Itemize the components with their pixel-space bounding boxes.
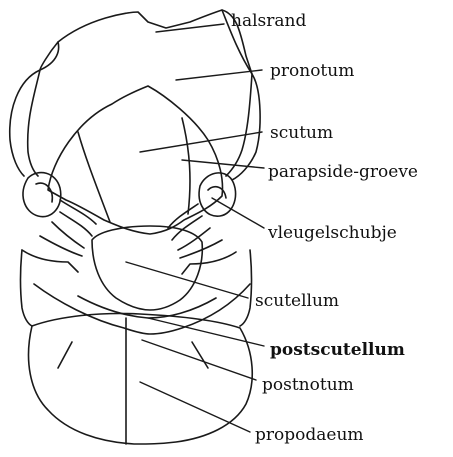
spiracle-left [58, 342, 72, 368]
label-halsrand: halsrand [231, 11, 306, 31]
wing-base-left [22, 200, 96, 272]
pronotum-inner-right [226, 74, 252, 176]
label-postnotum: postnotum [262, 375, 354, 395]
tegula-left-inner [36, 183, 52, 202]
label-parapside-groeve: parapside-groeve [268, 162, 418, 182]
leader-vleugelschubje [212, 198, 264, 228]
scutum-shape [48, 86, 222, 234]
parapside-groove-right [182, 118, 190, 214]
tegula-right [199, 173, 235, 216]
label-vleugelschubje: vleugelschubje [267, 223, 397, 243]
label-postscutellum: postscutellum [270, 340, 405, 360]
leader-pronotum [176, 70, 262, 80]
leader-propodaeum [140, 382, 250, 432]
label-pronotum: pronotum [270, 61, 354, 81]
leader-lines [126, 24, 264, 432]
pronotum-inner-left [28, 70, 40, 176]
labels: halsrand pronotum scutum parapside-groev… [231, 11, 418, 445]
pronotum-shape [10, 10, 260, 180]
leader-postnotum [142, 340, 256, 380]
label-scutum: scutum [270, 123, 333, 143]
label-scutellum: scutellum [255, 291, 339, 311]
tegula-right-inner [208, 187, 226, 198]
halsrand-shape [40, 10, 252, 74]
spiracle-right [192, 342, 208, 368]
thorax-side-left [21, 250, 33, 326]
label-propodaeum: propodaeum [255, 425, 364, 445]
